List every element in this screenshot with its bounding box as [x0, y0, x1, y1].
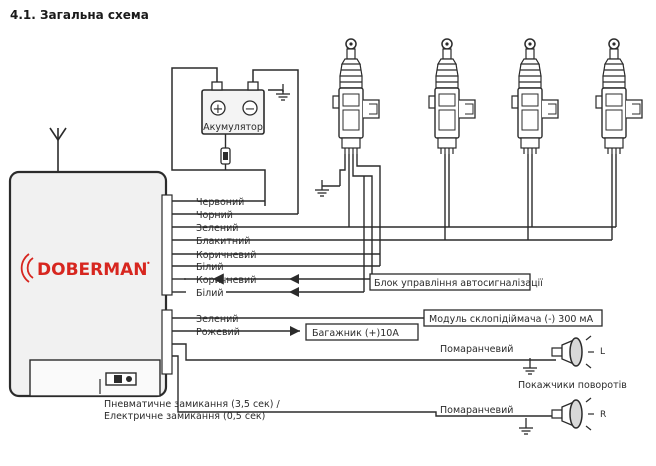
lock-note-line2: Електричне замикання (0,5 сек) — [104, 411, 265, 422]
page-title: 4.1. Загальна схема — [10, 8, 149, 22]
door-actuator-4-icon — [595, 38, 643, 155]
alarm-unit-box: Блок управління автосигналізації — [369, 273, 543, 291]
battery-ground-icon — [275, 83, 291, 101]
arrow-trunk-icon — [290, 326, 300, 336]
window-module-box: Модуль склопідіймача (-) 300 мА — [423, 309, 603, 327]
wire-label-blue: Блакитний — [196, 236, 250, 247]
actuator-wiring — [322, 154, 617, 254]
door-actuator-3-icon — [511, 38, 559, 155]
battery-label: Акумулятор — [203, 122, 263, 133]
wire-label-green: Зелений — [196, 223, 238, 234]
lamp-left-letter: L — [600, 347, 605, 357]
trunk-box: Багажник (+)10А — [305, 323, 419, 341]
doberman-logo: DOBERMAN • — [20, 253, 151, 283]
wire-label-brown: Коричневий — [196, 250, 256, 261]
brand-name: DOBERMAN — [37, 260, 148, 280]
battery: + − Акумулятор — [201, 81, 265, 135]
actuator-ground-icon — [314, 179, 330, 197]
window-module-label: Модуль склопідіймача (-) 300 мА — [429, 314, 594, 325]
door-actuator-1-icon — [332, 38, 380, 155]
wire-label-white-2: Білий — [196, 288, 224, 299]
wire-label-brown-2: Коричневий — [196, 275, 256, 286]
wire-label-red: Червоний — [196, 197, 244, 208]
battery-minus: − — [245, 102, 256, 117]
wire-label-white: Білий — [196, 262, 224, 273]
fuse-icon — [220, 134, 231, 170]
control-unit: DOBERMAN • — [8, 127, 173, 398]
wire-label-green-lower: Зелений — [196, 314, 238, 325]
turn-lamp-left-icon — [551, 335, 595, 369]
door-actuator-2-icon — [428, 38, 476, 155]
wire-label-pink: Рожевий — [196, 327, 240, 338]
service-button-icon[interactable] — [105, 372, 137, 386]
turn-signals-label: Покажчики поворотів — [518, 380, 627, 391]
lock-note-line1: Пневматичне замикання (3,5 сек) / — [104, 399, 280, 410]
wire-label-orange-right: Помаранчевий — [440, 405, 513, 416]
battery-plus: + — [213, 102, 224, 117]
brand-mark: • — [146, 259, 151, 268]
antenna-icon — [49, 127, 67, 172]
arrow-left-1-icon — [289, 274, 299, 284]
lamp-right-ground-icon — [518, 417, 534, 435]
arrow-left-2-icon — [289, 287, 299, 297]
trunk-label: Багажник (+)10А — [312, 328, 399, 339]
lower-harness — [172, 317, 530, 417]
wire-label-black: Чорний — [196, 210, 233, 221]
turn-lamp-right-icon — [551, 397, 595, 431]
wire-label-orange-left: Помаранчевий — [440, 344, 513, 355]
alarm-unit-label: Блок управління автосигналізації — [374, 278, 543, 289]
lamp-right-letter: R — [600, 410, 606, 420]
